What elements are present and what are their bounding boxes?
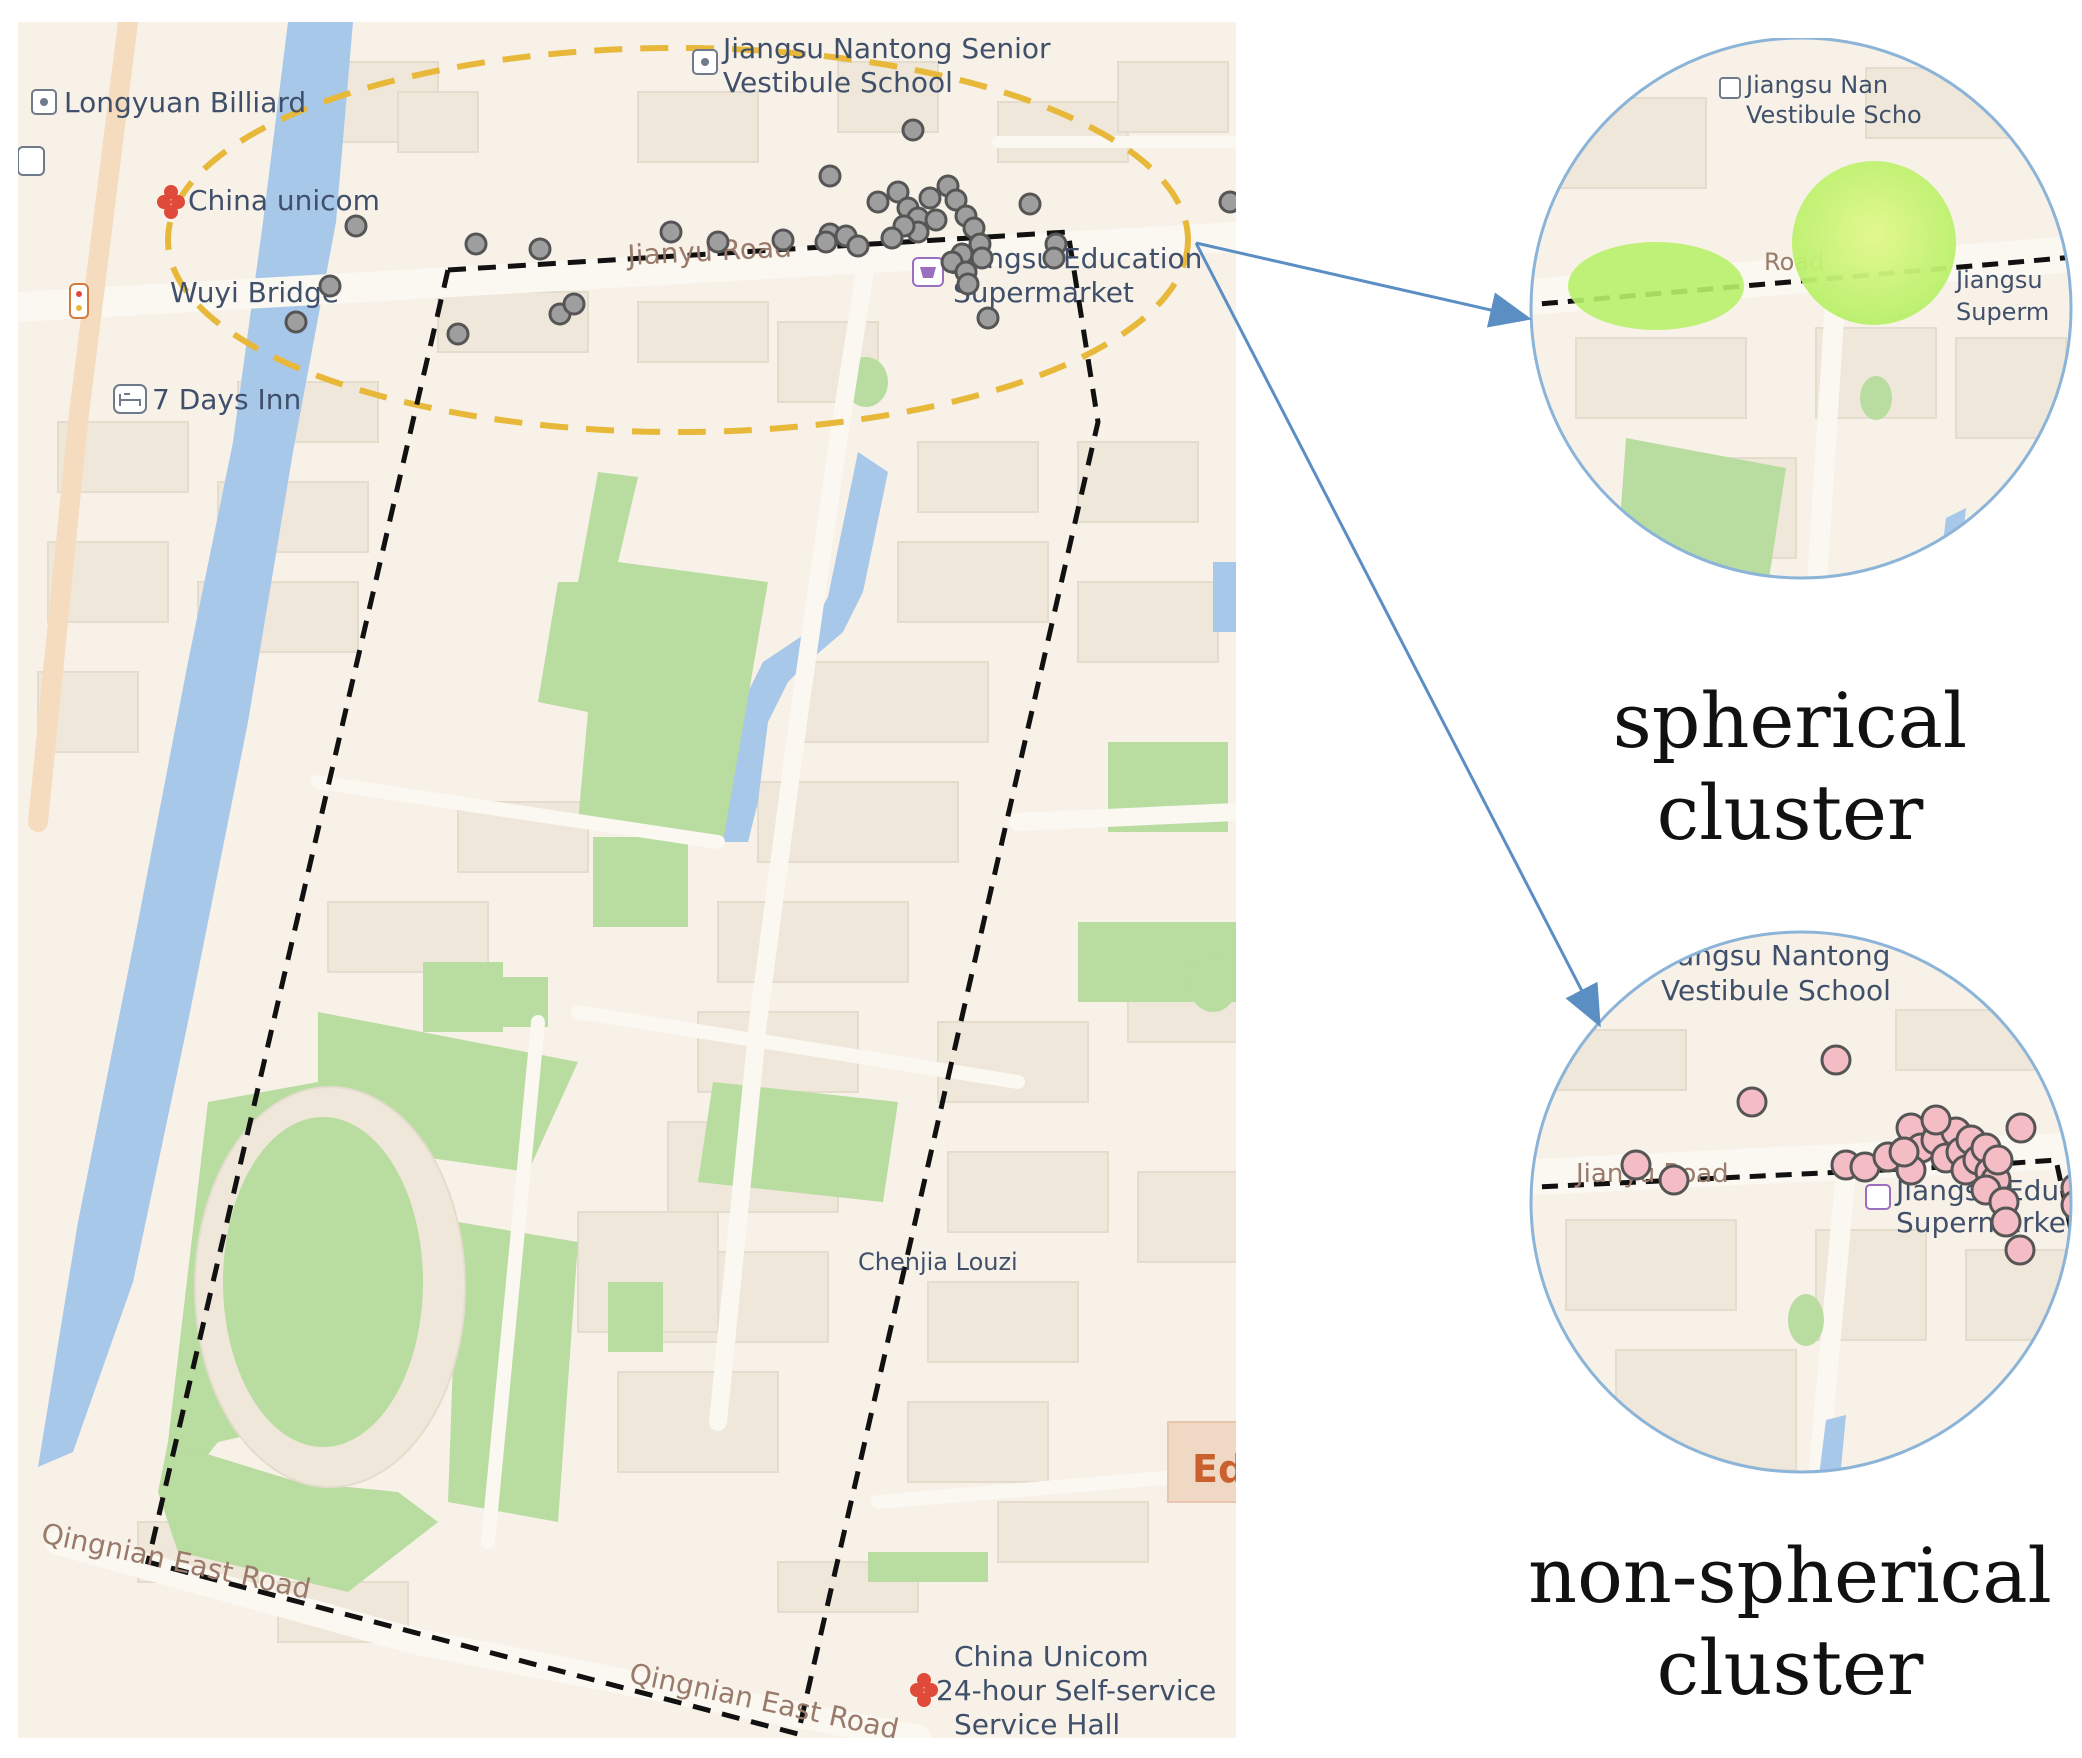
zoomA-super-line1: Jiangsu	[1954, 266, 2043, 294]
zoomB-school-line2: Vestibule School	[1661, 974, 1891, 1007]
data-point	[814, 230, 838, 254]
data-point	[846, 234, 870, 258]
data-point	[446, 322, 470, 346]
label-school-line1: Jiangsu Nantong Senior	[721, 32, 1051, 65]
ed-building	[1167, 1421, 1236, 1503]
label-wuyi-bridge: Wuyi Bridge	[170, 276, 339, 309]
cluster-point	[1888, 1136, 1920, 1168]
label-chenjia-louzi: Chenjia Louzi	[858, 1248, 1018, 1276]
data-point	[1018, 192, 1042, 216]
label-ed: Ed	[1192, 1447, 1236, 1491]
data-point	[284, 310, 308, 334]
data-point	[528, 237, 552, 261]
caption-nonspherical-line1: non-spherical	[1528, 1531, 2052, 1620]
unicom-hall-icon	[910, 1673, 938, 1707]
data-point	[901, 118, 925, 142]
zoomA-school-line2: Vestibule Scho	[1746, 101, 1922, 129]
supermarket-icon	[912, 257, 944, 287]
hotel-icon-edge	[18, 146, 45, 176]
data-point	[886, 180, 910, 204]
data-point	[771, 228, 795, 252]
dense-area-ellipse	[165, 45, 1191, 435]
data-point	[318, 274, 342, 298]
data-point	[1042, 246, 1066, 270]
caption-nonspherical-line2: cluster	[1656, 1623, 1924, 1712]
map-panel: Longyuan Billiard Jiangsu Nantong Senior…	[18, 22, 1236, 1738]
data-point	[944, 188, 968, 212]
zoom-circle-spherical: Jiangsu Nan Vestibule Scho Road Jiangsu …	[1529, 38, 2073, 580]
unicom-icon	[157, 185, 185, 219]
data-point	[818, 164, 842, 188]
zoomA-school-line1: Jiangsu Nan	[1744, 71, 1888, 99]
cluster-point	[1920, 1104, 1952, 1136]
label-china-unicom: China unicom	[188, 184, 380, 217]
zoomB-super-line2: Supermarket	[1896, 1206, 2077, 1239]
cluster-point	[1990, 1206, 2022, 1238]
hotel-icon	[113, 384, 147, 414]
cluster-point	[2004, 1234, 2036, 1266]
spherical-cluster-left	[1568, 242, 1744, 330]
data-point	[866, 190, 890, 214]
data-point	[924, 208, 948, 232]
caption-spherical-line2: cluster	[1656, 768, 1924, 857]
cluster-point	[1820, 1044, 1852, 1076]
data-points	[284, 118, 1236, 346]
label-days-inn: 7 Days Inn	[152, 383, 301, 416]
zoomA-super-line2: Superm	[1956, 298, 2049, 326]
data-point	[562, 292, 586, 316]
data-point	[1218, 190, 1236, 214]
label-unicom-hall-line3: Service Hall	[954, 1708, 1120, 1738]
spherical-cluster-right	[1792, 161, 1956, 325]
traffic-light-icon	[69, 283, 89, 319]
roads	[18, 22, 1236, 1738]
cluster-point	[2005, 1112, 2037, 1144]
cluster-point	[1982, 1144, 2014, 1176]
data-point	[976, 306, 1000, 330]
pond-east	[1213, 562, 1236, 632]
data-point	[344, 214, 368, 238]
data-point	[706, 230, 730, 254]
caption-spherical-line1: spherical	[1612, 676, 1968, 765]
track-field	[223, 1117, 423, 1447]
label-unicom-hall-line2: 24-hour Self-service	[936, 1674, 1216, 1707]
cluster-point	[1658, 1164, 1690, 1196]
label-longyuan-billiard: Longyuan Billiard	[64, 86, 306, 119]
data-point	[464, 232, 488, 256]
poi-icon-billiard	[31, 89, 57, 115]
non-spherical-cluster-points	[1620, 1044, 2071, 1266]
label-school-line2: Vestibule School	[723, 66, 953, 99]
caption-spherical: spherical cluster	[1570, 675, 2010, 859]
data-point	[880, 226, 904, 250]
cluster-point	[1620, 1149, 1652, 1181]
arrow-to-spherical	[1195, 241, 1532, 328]
canal-water	[38, 22, 353, 1467]
label-education-line2: Supermarket	[953, 276, 1134, 309]
data-point	[659, 220, 683, 244]
zoom-circle-nonspherical: Jiangsu Nantong Vestibule School Jianyu …	[1529, 930, 2077, 1474]
campus-boundary	[145, 229, 1101, 1738]
label-unicom-hall-line1: China Unicom	[954, 1640, 1149, 1673]
data-point	[956, 272, 980, 296]
data-point	[918, 186, 942, 210]
caption-nonspherical: non-spherical cluster	[1520, 1530, 2060, 1714]
cluster-point	[1736, 1086, 1768, 1118]
cluster-point	[2060, 1189, 2071, 1221]
poi-icon-school	[692, 49, 718, 75]
